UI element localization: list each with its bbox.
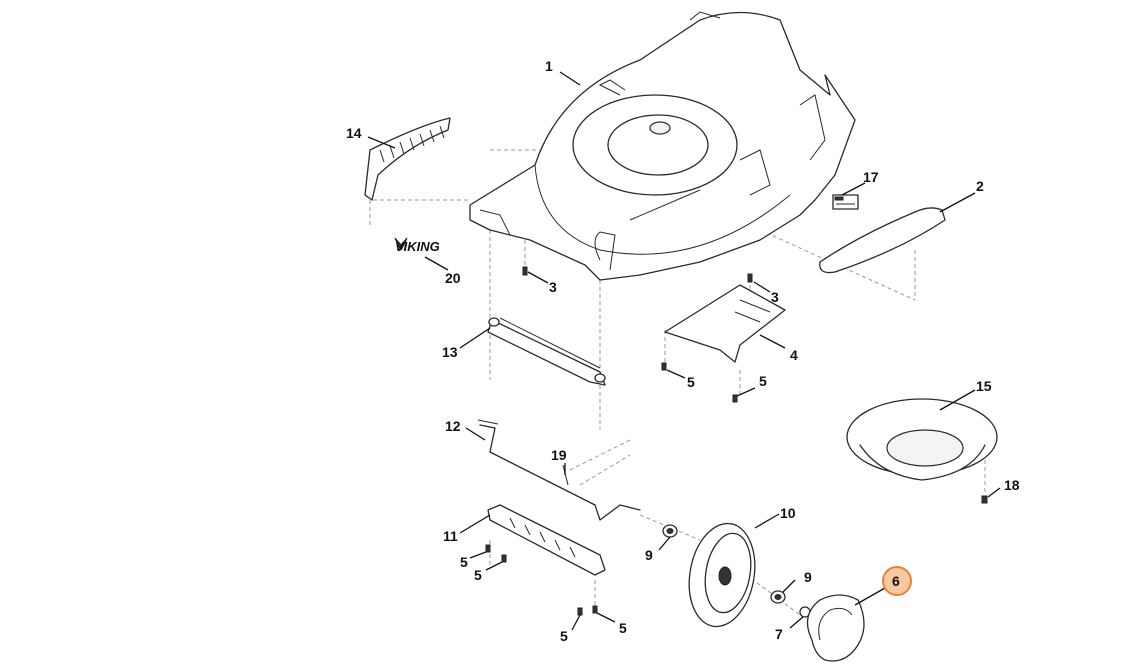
screw-3b (747, 273, 753, 283)
leader-lines (367, 71, 1001, 631)
part-15-hub-cap (846, 398, 998, 481)
callout-14[interactable]: 14 (346, 125, 362, 141)
callout-5d[interactable]: 5 (474, 567, 482, 583)
callout-12[interactable]: 12 (445, 418, 461, 434)
callout-5f[interactable]: 5 (619, 620, 627, 636)
callout-3b[interactable]: 3 (771, 289, 779, 305)
callout-4[interactable]: 4 (790, 347, 798, 363)
part-10-wheel (688, 522, 756, 628)
part-14-trim-strip (364, 117, 451, 201)
part-13-bracket (487, 317, 606, 386)
callout-3a[interactable]: 3 (549, 279, 557, 295)
part-11-height-adjuster (487, 504, 606, 576)
part-1-mower-deck (469, 11, 856, 281)
callout-9a[interactable]: 9 (645, 547, 653, 563)
screw-5e (577, 607, 583, 616)
callout-10[interactable]: 10 (780, 505, 796, 521)
screw-5d (501, 554, 507, 563)
callout-5a[interactable]: 5 (687, 374, 695, 390)
callout-labels: 1 2 3 3 4 5 5 5 5 5 5 6 7 9 9 10 11 12 1… (346, 58, 1020, 644)
callout-1[interactable]: 1 (545, 58, 553, 74)
callout-2[interactable]: 2 (976, 178, 984, 194)
callout-6-highlight-ring (882, 566, 912, 596)
callout-6[interactable]: 6 (892, 573, 900, 589)
screw-5a (661, 362, 667, 371)
callout-7[interactable]: 7 (775, 626, 783, 642)
callout-5e[interactable]: 5 (560, 628, 568, 644)
callout-20[interactable]: 20 (445, 270, 461, 286)
screw-5f (592, 605, 598, 614)
part-4-deflector (664, 284, 786, 363)
callout-19[interactable]: 19 (551, 447, 567, 463)
part-2-side-trim (819, 207, 946, 274)
part-6-wheel-cap (806, 594, 865, 662)
callout-18[interactable]: 18 (1004, 477, 1020, 493)
callout-5b[interactable]: 5 (759, 373, 767, 389)
callout-9b[interactable]: 9 (804, 569, 812, 585)
part-20-logo-decal: VIKING (394, 237, 440, 254)
callout-17[interactable]: 17 (863, 169, 879, 185)
screw-18 (981, 495, 988, 504)
callout-13[interactable]: 13 (442, 344, 458, 360)
viking-logo-text: VIKING (395, 239, 440, 254)
callout-11[interactable]: 11 (443, 528, 458, 544)
callout-15[interactable]: 15 (976, 378, 992, 394)
part-12-axle-rod (477, 419, 641, 521)
screw-3a (522, 266, 528, 276)
part-9-bearing (662, 524, 786, 604)
screws (485, 266, 988, 616)
part-17-label (832, 194, 859, 210)
screw-5b (732, 394, 738, 403)
callout-5c[interactable]: 5 (460, 554, 468, 570)
screw-5c (485, 544, 491, 553)
